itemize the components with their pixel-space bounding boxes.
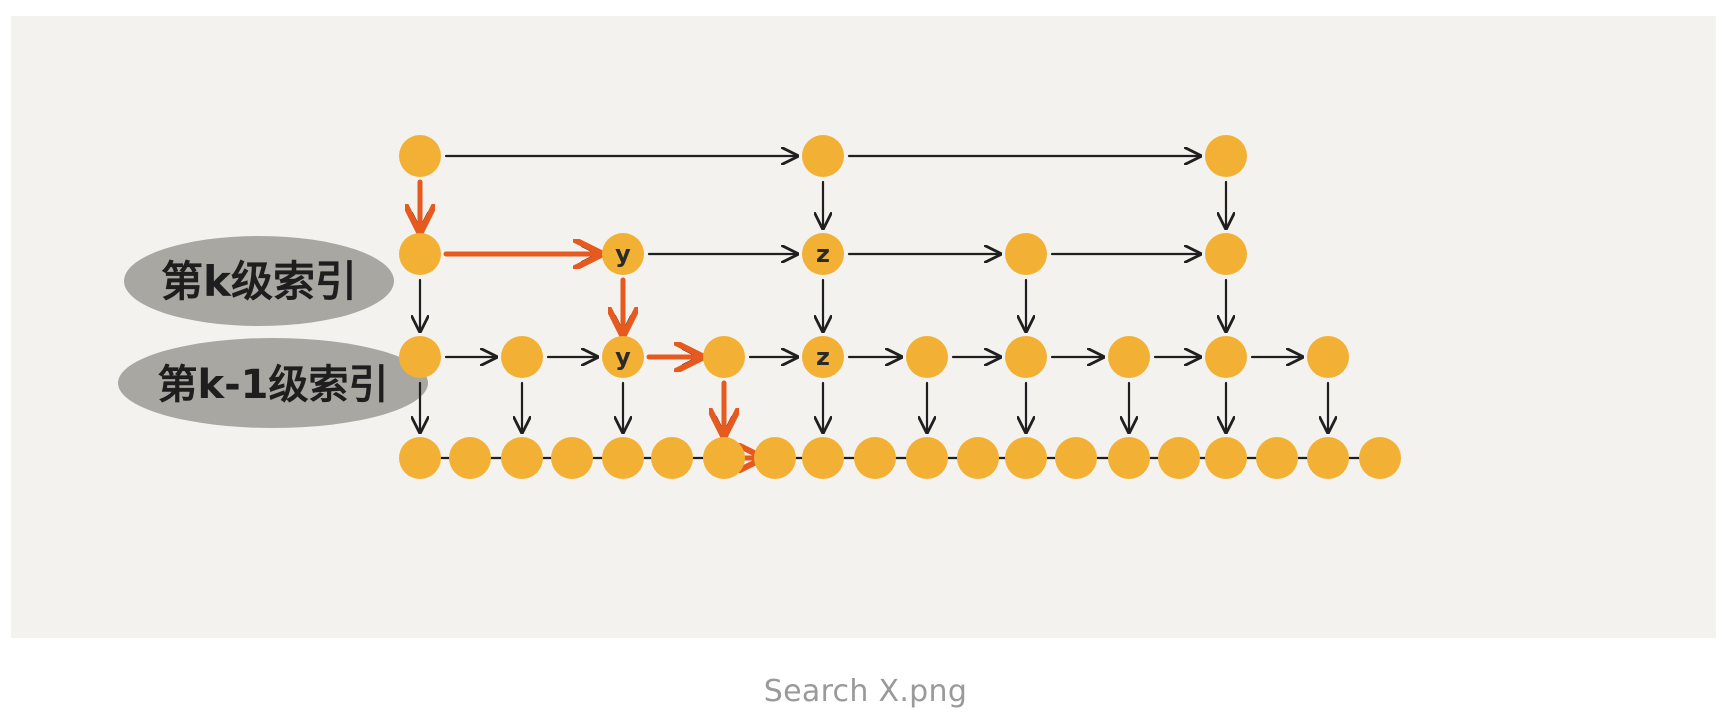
node-base-6 <box>703 437 745 479</box>
node-km1-12 <box>1005 336 1047 378</box>
node-base-5 <box>651 437 693 479</box>
node-base-4 <box>602 437 644 479</box>
level-k-minus-1-text: 第k-1级索引 <box>157 362 388 408</box>
level-k-label: 第k级索引 <box>124 236 394 326</box>
node-base-2 <box>501 437 543 479</box>
level-k-text: 第k级索引 <box>161 257 357 306</box>
node-k-8 <box>802 233 844 275</box>
node-base-18 <box>1307 437 1349 479</box>
node-base-8 <box>802 437 844 479</box>
edge-layer <box>420 156 1363 460</box>
node-base-16 <box>1205 437 1247 479</box>
node-k-16 <box>1205 233 1247 275</box>
node-km1-4 <box>602 336 644 378</box>
node-base-14 <box>1108 437 1150 479</box>
node-base-15 <box>1158 437 1200 479</box>
node-base-7 <box>754 437 796 479</box>
level-k-minus-1-label: 第k-1级索引 <box>118 338 428 428</box>
node-base-12 <box>1005 437 1047 479</box>
node-base-1 <box>449 437 491 479</box>
node-km1-18 <box>1307 336 1349 378</box>
search-path-layer <box>420 179 758 458</box>
node-km1-6 <box>703 336 745 378</box>
node-km1-2 <box>501 336 543 378</box>
node-k-0 <box>399 233 441 275</box>
level-k-minus-1-pill <box>118 338 428 428</box>
node-k-4 <box>602 233 644 275</box>
node-layer: y z y z <box>399 135 1401 479</box>
diagram-canvas: 第k级索引 第k-1级索引 y z y z <box>118 135 1401 479</box>
node-base-17 <box>1256 437 1298 479</box>
node-letter-km1-8: z <box>816 343 830 371</box>
node-top-0 <box>399 135 441 177</box>
node-base-3 <box>551 437 593 479</box>
node-base-10 <box>906 437 948 479</box>
node-top-16 <box>1205 135 1247 177</box>
node-km1-14 <box>1108 336 1150 378</box>
node-base-19 <box>1359 437 1401 479</box>
node-base-0 <box>399 437 441 479</box>
image-caption: Search X.png <box>763 674 968 709</box>
node-top-8 <box>802 135 844 177</box>
node-k-12 <box>1005 233 1047 275</box>
node-letter-k-8: z <box>816 240 830 268</box>
node-km1-16 <box>1205 336 1247 378</box>
level-k-pill <box>124 236 394 326</box>
node-km1-10 <box>906 336 948 378</box>
node-km1-8 <box>802 336 844 378</box>
node-letter-km1-4: y <box>615 343 631 371</box>
node-base-9 <box>854 437 896 479</box>
node-km1-0 <box>399 336 441 378</box>
node-base-13 <box>1055 437 1097 479</box>
node-base-11 <box>957 437 999 479</box>
node-letter-k-4: y <box>615 240 631 268</box>
skip-list-diagram: 第k级索引 第k-1级索引 y z y z <box>11 16 1716 638</box>
